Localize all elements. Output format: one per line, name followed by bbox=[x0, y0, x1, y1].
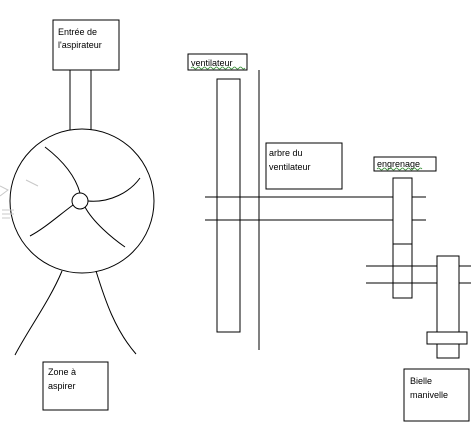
crank-label-line2: manivelle bbox=[410, 390, 448, 400]
crank-arm-upper bbox=[436, 255, 460, 333]
fan-blade bbox=[87, 177, 141, 202]
fan-blade bbox=[29, 204, 74, 237]
gear-label-box bbox=[373, 156, 437, 172]
fan-label: ventilateur bbox=[191, 58, 233, 68]
inlet-box bbox=[52, 19, 120, 71]
inlet-label-line2: l'aspirateur bbox=[58, 40, 102, 50]
gear-label: engrenage bbox=[377, 159, 420, 169]
spellcheck-underline-fan bbox=[190, 66, 246, 70]
zone-label-line1: Zone à bbox=[48, 367, 76, 377]
vacuum-unit bbox=[9, 19, 155, 411]
gear-wheel-upper bbox=[392, 177, 413, 245]
crank-label-line1: Bielle bbox=[410, 376, 432, 386]
intake-curve-right bbox=[95, 270, 137, 355]
inlet-pipe bbox=[69, 69, 92, 131]
fan-blade bbox=[84, 206, 126, 248]
fan-housing bbox=[9, 128, 155, 274]
shaft-label-box bbox=[265, 142, 343, 190]
fan-label-box bbox=[187, 53, 248, 71]
fan-blades bbox=[29, 146, 141, 248]
crank-pin bbox=[426, 331, 468, 345]
zone-box bbox=[42, 361, 109, 411]
crank-label-box bbox=[403, 368, 470, 422]
shaft-label-line1: arbre du bbox=[269, 148, 303, 158]
inlet-label-line1: Entrée de bbox=[58, 27, 97, 37]
artifact-mark bbox=[0, 179, 39, 219]
fan-disc bbox=[216, 78, 241, 333]
shaft-label-line2: ventilateur bbox=[269, 162, 311, 172]
intake-curve-left bbox=[14, 270, 63, 356]
spellcheck-underline-gear bbox=[376, 167, 423, 171]
gear-wheel-lower bbox=[392, 243, 413, 299]
crank-arm-lower bbox=[436, 343, 460, 359]
mechanism bbox=[187, 53, 471, 422]
fan-blade bbox=[44, 146, 81, 194]
zone-label-line2: aspirer bbox=[48, 381, 76, 391]
